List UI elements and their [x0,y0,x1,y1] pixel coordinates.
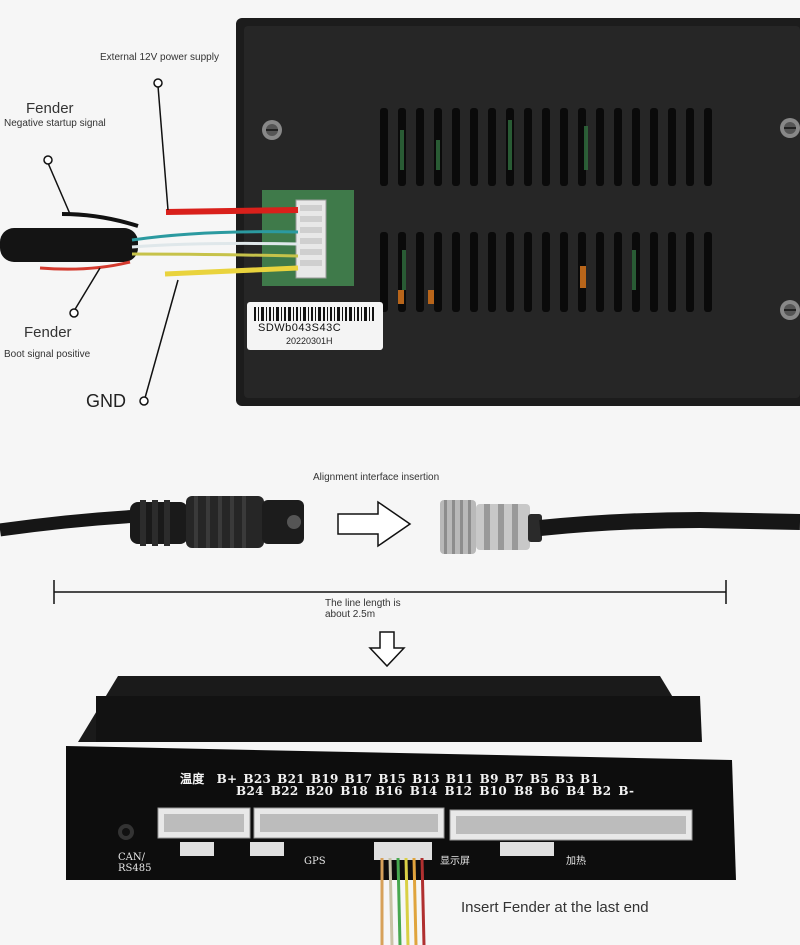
pin-row-bottom: B24 B22 B20 B18 B16 B14 B12 B10 B8 B6 B4… [236,784,634,798]
arrow-right-icon [337,500,412,548]
pin-label: B23 [243,772,272,786]
pin-label: B3 [554,772,575,786]
pin-label: B6 [540,784,560,798]
pin-label: B9 [479,772,499,786]
device-date: 20220301H [286,336,333,346]
insert-fender-label: Insert Fender at the last end [461,899,649,916]
pin-label: B15 [378,772,407,786]
line-length-label: The line length is about 2.5m [325,598,401,620]
red-wire [165,207,299,215]
socket-body [440,500,476,554]
external-power-label: External 12V power supply [100,52,219,63]
pin-label: B+ [216,772,238,786]
arrow-down-icon [368,631,406,668]
yellow-wire [164,265,299,277]
screw-icon [780,118,800,138]
pin-label: B7 [504,772,524,786]
gnd-label: GND [86,391,126,411]
display-label: 显示屏 [440,856,470,867]
negative-startup-label: Negative startup signal [4,118,106,129]
display-connector [374,842,432,860]
pin-label: B- [618,784,635,798]
boot-signal-label: Boot signal positive [4,349,91,360]
pin-label: B16 [375,784,403,798]
gps-label: GPS [304,856,326,867]
heat-connector [500,842,554,856]
device-model: SDWb043S43C [258,322,342,334]
pin-label: B24 [236,784,264,798]
pin-label: B5 [529,772,549,786]
gps-connector [250,842,284,856]
pin-label: B2 [592,784,612,798]
pin-label: 温度 [180,772,205,786]
can-label: CAN/ RS485 [118,852,152,874]
pin-label: B12 [444,784,473,798]
cable [0,228,138,262]
pin-label: B21 [277,772,305,786]
pin-label: B8 [514,784,534,798]
pin-label: B11 [445,772,474,786]
cable-left [0,509,141,537]
pin-label: B17 [344,772,373,786]
blue-wire [131,230,299,242]
cable-right [539,511,800,536]
pin-label: B4 [566,784,586,798]
white-wire [131,241,299,249]
pin-label: B19 [310,772,339,786]
pin-label: B13 [412,772,440,786]
pin-label: B18 [340,784,368,798]
can-connector [180,842,214,856]
green-wire [131,252,299,258]
pin-row-top: 温度 B+ B23 B21 B19 B17 B15 B13 B11 B9 B7 … [180,770,599,787]
barcode [254,307,374,321]
pin-label: B10 [479,784,507,798]
fender-bottom-label: Fender [24,324,72,341]
heat-label: 加热 [566,856,586,867]
screw-icon [780,300,800,320]
pin-label: B20 [305,784,334,798]
pin-label: B1 [580,772,600,786]
alignment-label: Alignment interface insertion [313,472,440,483]
fender-top-label: Fender [26,100,74,117]
screw-icon [262,120,282,140]
pin-label: B22 [270,784,299,798]
pin-label: B14 [409,784,438,798]
plug-body [130,502,188,544]
